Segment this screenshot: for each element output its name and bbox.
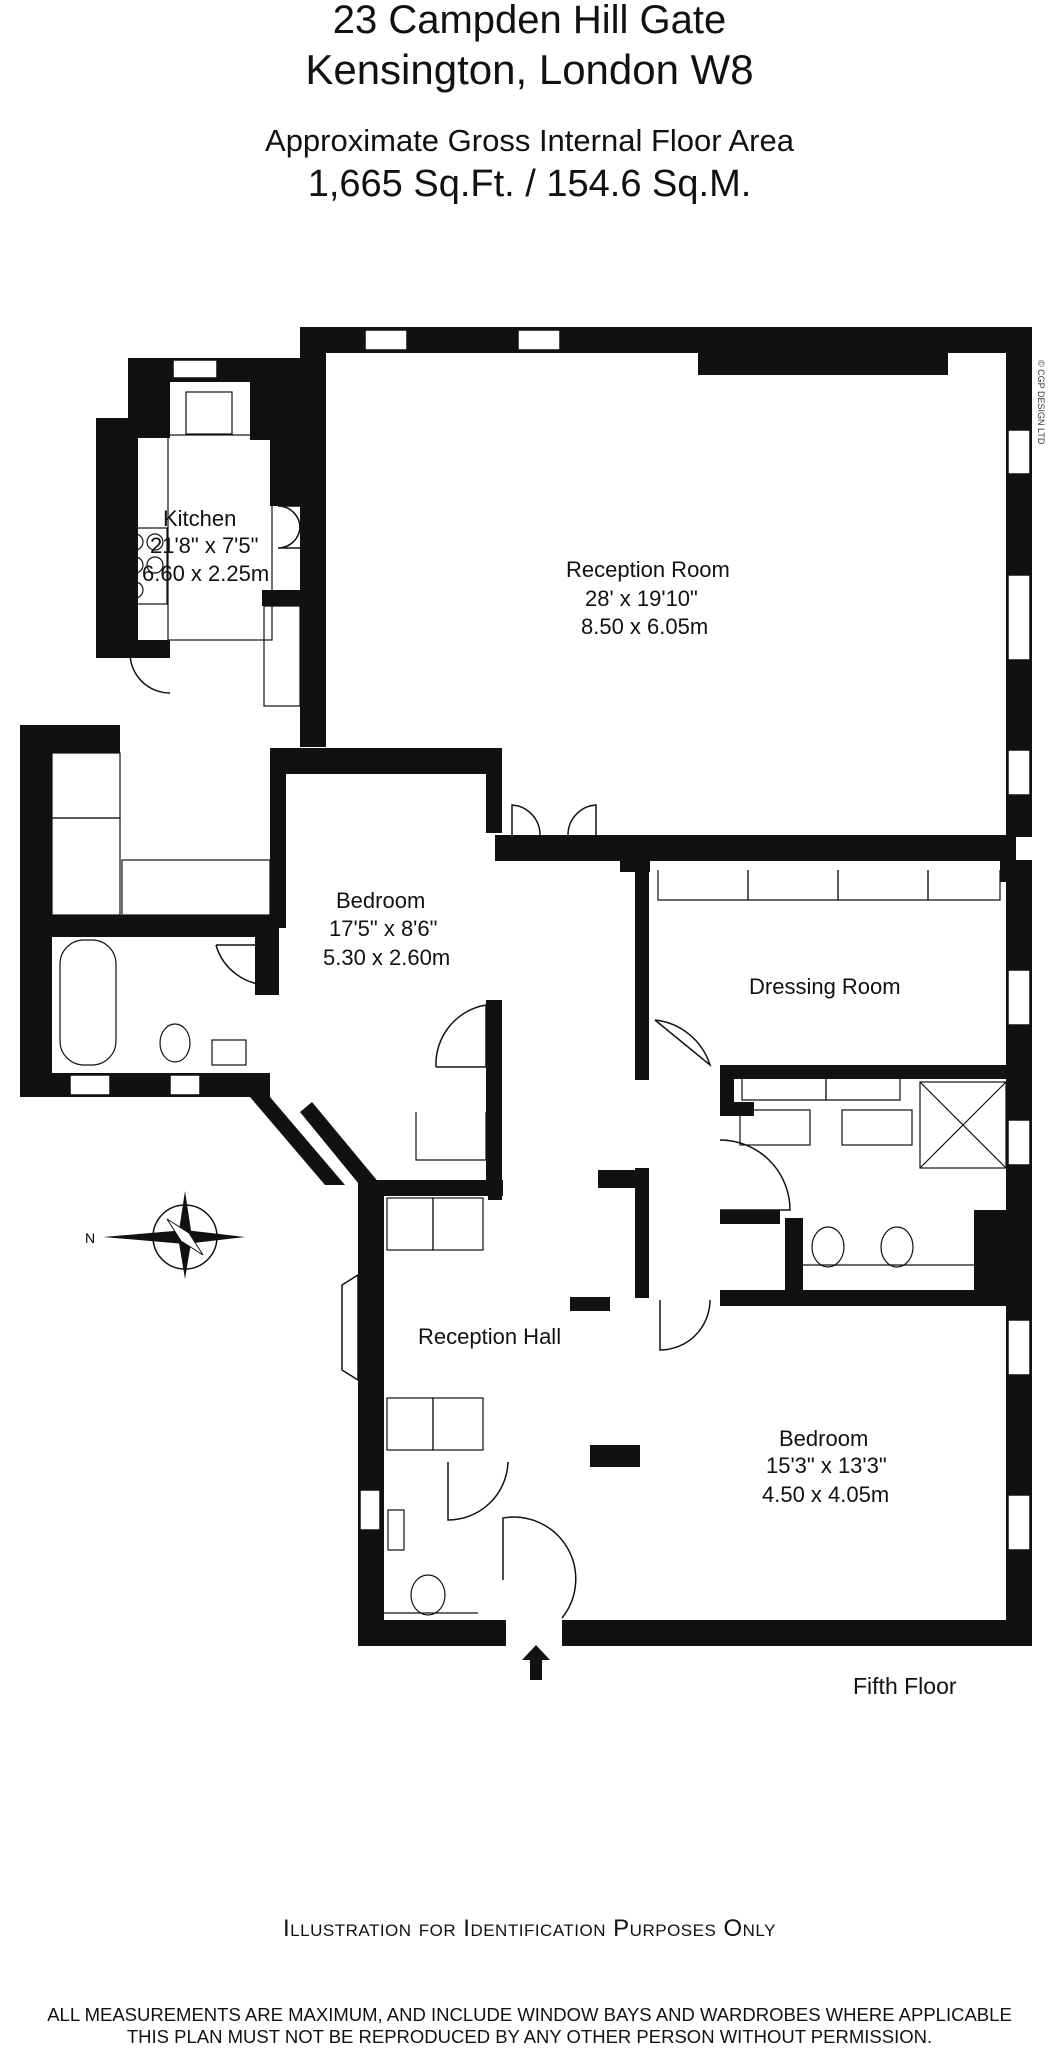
room-name: Reception Hall xyxy=(418,1324,561,1349)
compass-icon: N xyxy=(85,1191,245,1279)
room-name: Bedroom xyxy=(336,888,425,913)
copyright-note: THIS PLAN MUST NOT BE REPRODUCED BY ANY … xyxy=(126,2026,933,2047)
area-value: 1,665 Sq.Ft. / 154.6 Sq.M. xyxy=(307,163,752,205)
room-imperial: 21'8" x 7'5" xyxy=(150,533,258,558)
room-dressing-room: Dressing Room xyxy=(749,974,901,999)
room-metric: 8.50 x 6.05m xyxy=(581,614,708,639)
measurements-note: ALL MEASUREMENTS ARE MAXIMUM, AND INCLUD… xyxy=(47,2004,1012,2025)
room-imperial: 28' x 19'10" xyxy=(585,586,698,611)
compass-north-label: N xyxy=(85,1230,95,1246)
walls xyxy=(20,327,1032,1646)
room-metric: 5.30 x 2.60m xyxy=(323,945,450,970)
room-kitchen: Kitchen 21'8" x 7'5" 6.60 x 2.25m xyxy=(142,506,269,586)
room-metric: 4.50 x 4.05m xyxy=(762,1482,889,1507)
room-bedroom-2: Bedroom 15'3" x 13'3" 4.50 x 4.05m xyxy=(762,1426,889,1507)
fittings xyxy=(51,391,1007,1616)
room-name: Bedroom xyxy=(779,1426,868,1451)
doors xyxy=(129,505,791,1619)
room-imperial: 15'3" x 13'3" xyxy=(766,1453,887,1478)
floor-plan: N Kitchen 21'8" x 7'5" 6.60 x 2.25m Rece… xyxy=(20,327,1032,1680)
entrance-arrow-icon xyxy=(522,1645,550,1680)
illustration-note: Illustration for Identification Purposes… xyxy=(283,1915,776,1942)
room-reception-room: Reception Room 28' x 19'10" 8.50 x 6.05m xyxy=(566,557,730,639)
room-imperial: 17'5" x 8'6" xyxy=(329,916,437,941)
windows xyxy=(69,329,1031,1551)
room-name: Dressing Room xyxy=(749,974,901,999)
address-line-2: Kensington, London W8 xyxy=(305,46,754,93)
room-metric: 6.60 x 2.25m xyxy=(142,561,269,586)
room-reception-hall: Reception Hall xyxy=(418,1324,561,1349)
floor-label: Fifth Floor xyxy=(853,1673,957,1699)
address-line-1: 23 Campden Hill Gate xyxy=(332,0,727,42)
room-bedroom-1: Bedroom 17'5" x 8'6" 5.30 x 2.60m xyxy=(323,888,450,970)
room-name: Kitchen xyxy=(163,506,236,531)
room-name: Reception Room xyxy=(566,557,730,582)
area-label: Approximate Gross Internal Floor Area xyxy=(265,123,794,158)
